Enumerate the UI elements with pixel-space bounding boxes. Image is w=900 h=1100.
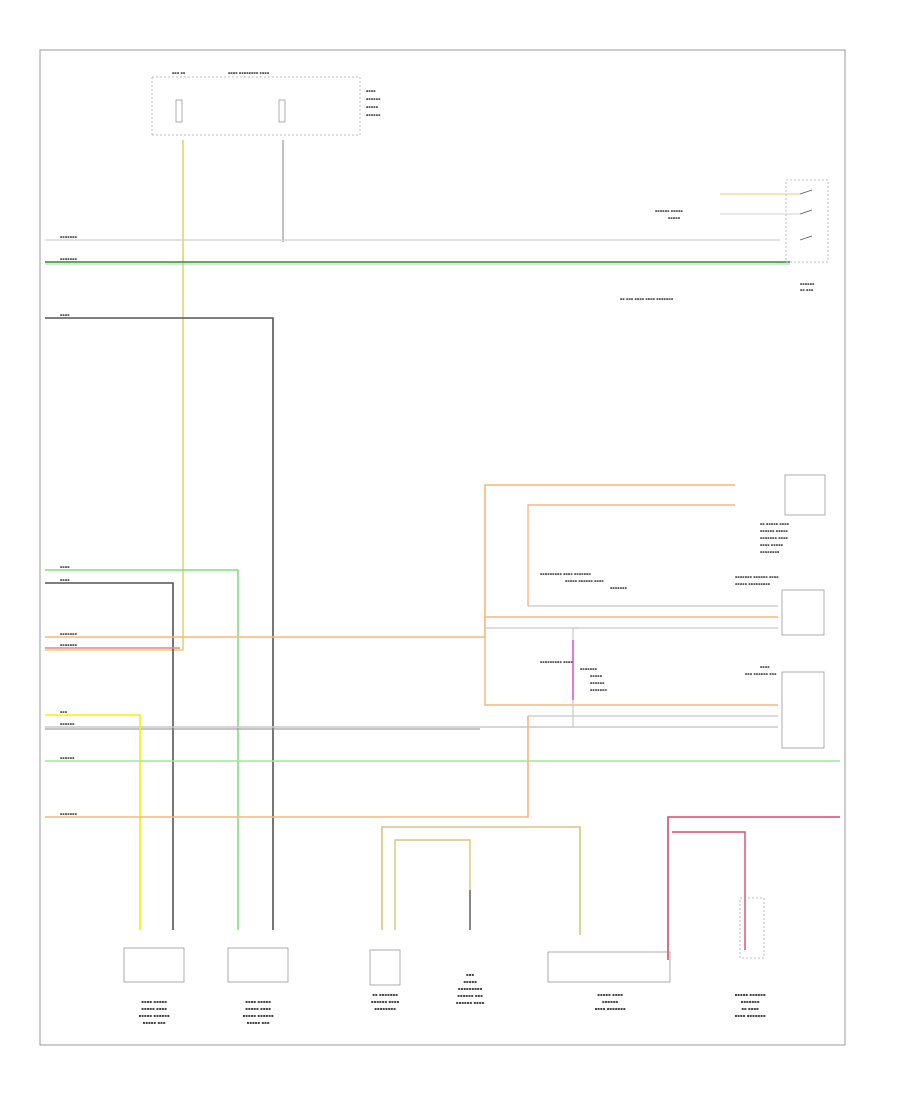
svg-text:▪▪▪▪▪▪ ▪▪▪▪▪: ▪▪▪▪▪▪ ▪▪▪▪▪ [655,209,683,213]
wire-orange-bottom [45,716,529,818]
sensor-middle [227,947,289,983]
svg-text:▪▪▪▪: ▪▪▪▪ [60,313,70,317]
svg-text:▪▪▪▪: ▪▪▪▪ [760,665,770,669]
svg-text:▪▪▪▪▪▪▪▪▪ ▪▪▪▪ ▪▪▪▪▪▪▪: ▪▪▪▪▪▪▪▪▪ ▪▪▪▪ ▪▪▪▪▪▪▪ [540,572,592,576]
svg-text:▪▪▪▪▪▪▪: ▪▪▪▪▪▪▪ [741,999,760,1004]
switch-assembly: ▪▪▪▪▪▪ ▪▪▪▪▪ ▪▪▪▪▪ ▪▪▪▪▪▪ ▪▪ ▪▪▪ [655,179,829,292]
svg-text:▪▪▪▪▪▪▪ ▪▪▪▪▪▪ ▪▪▪▪: ▪▪▪▪▪▪▪ ▪▪▪▪▪▪ ▪▪▪▪ [735,575,779,579]
svg-text:▪▪▪▪▪▪ ▪▪▪▪▪: ▪▪▪▪▪▪ ▪▪▪▪▪ [760,529,788,533]
svg-text:▪▪▪ ▪▪: ▪▪▪ ▪▪ [172,71,186,75]
svg-text:▪▪▪▪▪▪ ▪▪▪: ▪▪▪▪▪▪ ▪▪▪ [457,993,483,998]
svg-text:▪▪▪▪▪▪: ▪▪▪▪▪▪ [60,722,75,726]
svg-text:▪▪▪▪▪▪▪: ▪▪▪▪▪▪▪ [60,812,78,816]
svg-text:▪▪▪▪▪▪: ▪▪▪▪▪▪ [800,282,815,286]
wire-yellow [45,714,141,930]
wire-tan-2 [394,839,471,930]
svg-text:▪▪ ▪▪▪▪: ▪▪ ▪▪▪▪ [741,1006,759,1011]
fuse-left [175,99,183,123]
svg-text:▪▪▪▪▪▪▪: ▪▪▪▪▪▪▪ [590,688,608,692]
wire-tan-1 [381,826,581,935]
wire-magenta [572,627,578,727]
svg-text:▪▪▪▪▪▪▪ ▪▪▪▪: ▪▪▪▪▪▪▪ ▪▪▪▪ [760,536,788,540]
row2-note: ▪▪ ▪▪▪ ▪▪▪▪ ▪▪▪▪ ▪▪▪▪▪▪▪ [620,297,674,301]
svg-text:▪▪▪▪▪▪: ▪▪▪▪▪▪ [590,681,605,685]
svg-text:▪▪▪▪▪ ▪▪▪: ▪▪▪▪▪ ▪▪▪ [247,1020,270,1025]
svg-text:▪▪▪▪: ▪▪▪▪ [60,578,70,582]
svg-text:▪▪▪▪▪▪▪▪: ▪▪▪▪▪▪▪▪ [760,550,780,554]
module-top-right [784,474,826,516]
svg-text:▪▪▪▪▪▪: ▪▪▪▪▪▪ [60,756,75,760]
svg-text:▪▪▪▪▪▪▪▪▪ ▪▪▪▪: ▪▪▪▪▪▪▪▪▪ ▪▪▪▪ [540,660,573,664]
svg-text:▪▪ ▪▪▪: ▪▪ ▪▪▪ [800,288,814,292]
svg-text:▪▪▪▪▪ ▪▪▪: ▪▪▪▪▪ ▪▪▪ [143,1020,166,1025]
svg-text:▪▪ ▪▪▪▪▪▪▪: ▪▪ ▪▪▪▪▪▪▪ [372,992,398,997]
fuse-right [278,99,286,123]
svg-text:▪▪▪▪▪▪▪: ▪▪▪▪▪▪▪ [60,632,78,636]
svg-text:▪▪▪▪▪ ▪▪▪▪▪▪ ▪▪▪▪: ▪▪▪▪▪ ▪▪▪▪▪▪ ▪▪▪▪ [565,579,604,583]
wire-orange-upper [527,504,735,606]
wire-orange-row [45,484,735,638]
svg-text:▪▪▪▪▪▪ ▪▪▪▪: ▪▪▪▪▪▪ ▪▪▪▪ [456,1000,485,1005]
svg-text:▪▪▪▪: ▪▪▪▪ [366,89,376,93]
svg-text:▪▪▪: ▪▪▪ [60,710,68,714]
svg-text:▪▪▪▪▪ ▪▪▪▪▪▪: ▪▪▪▪▪ ▪▪▪▪▪▪ [734,992,765,997]
bottom-captions: ▪▪▪▪ ▪▪▪▪▪ ▪▪▪▪▪ ▪▪▪▪ ▪▪▪▪▪ ▪▪▪▪▪▪ ▪▪▪▪▪… [138,972,765,1025]
wire-pink-red-2 [672,831,746,950]
module-labels: ▪▪ ▪▪▪▪▪ ▪▪▪▪ ▪▪▪▪▪▪ ▪▪▪▪▪ ▪▪▪▪▪▪▪ ▪▪▪▪ … [540,522,790,692]
left-wire-labels: ▪▪▪▪▪▪▪ ▪▪▪▪▪▪▪ ▪▪▪▪ ▪▪▪▪ ▪▪▪▪ ▪▪▪▪▪▪▪ ▪… [60,235,78,816]
svg-text:▪▪▪▪▪: ▪▪▪▪▪ [590,674,603,678]
svg-text:▪▪▪▪▪ ▪▪▪▪: ▪▪▪▪▪ ▪▪▪▪ [141,1006,167,1011]
svg-text:▪▪▪▪▪: ▪▪▪▪▪ [463,979,477,984]
svg-text:▪▪▪▪▪▪▪▪▪: ▪▪▪▪▪▪▪▪▪ [458,986,483,991]
svg-text:▪▪▪ ▪▪▪▪▪▪ ▪▪▪: ▪▪▪ ▪▪▪▪▪▪ ▪▪▪ [745,672,777,676]
svg-text:▪▪▪▪▪ ▪▪▪▪▪▪▪▪▪: ▪▪▪▪▪ ▪▪▪▪▪▪▪▪▪ [735,582,771,586]
svg-text:▪▪▪▪▪▪: ▪▪▪▪▪▪ [366,97,381,101]
svg-text:▪▪▪▪ ▪▪▪▪▪: ▪▪▪▪ ▪▪▪▪▪ [760,543,784,547]
svg-text:▪▪▪▪ ▪▪▪▪▪▪▪: ▪▪▪▪ ▪▪▪▪▪▪▪ [734,1013,765,1018]
module-lower-right [781,671,825,749]
svg-text:▪▪▪▪▪ ▪▪▪▪: ▪▪▪▪▪ ▪▪▪▪ [597,992,623,997]
svg-text:▪▪▪▪▪ ▪▪▪▪▪▪: ▪▪▪▪▪ ▪▪▪▪▪▪ [138,1013,169,1018]
sensor-left [123,947,185,983]
svg-text:▪▪▪▪▪▪▪: ▪▪▪▪▪▪▪ [610,586,628,590]
svg-text:▪▪▪▪▪▪▪: ▪▪▪▪▪▪▪ [60,235,78,239]
svg-text:▪▪▪▪▪: ▪▪▪▪▪ [366,105,379,109]
svg-text:▪▪▪▪▪▪▪▪: ▪▪▪▪▪▪▪▪ [374,1006,396,1011]
wire-yellow-green-riser [45,140,184,651]
svg-text:▪▪ ▪▪▪▪▪ ▪▪▪▪: ▪▪ ▪▪▪▪▪ ▪▪▪▪ [760,522,790,526]
module-middle-right [781,589,825,636]
wire-dark-gray-second [45,582,174,930]
svg-text:▪▪▪▪▪▪▪: ▪▪▪▪▪▪▪ [60,643,78,647]
svg-text:▪▪▪▪▪ ▪▪▪▪: ▪▪▪▪▪ ▪▪▪▪ [245,1006,271,1011]
svg-text:▪▪▪▪ ▪▪▪▪▪▪▪: ▪▪▪▪ ▪▪▪▪▪▪▪ [594,1006,625,1011]
svg-text:▪▪▪▪▪▪▪: ▪▪▪▪▪▪▪ [580,667,598,671]
svg-text:▪▪▪▪▪▪: ▪▪▪▪▪▪ [602,999,619,1004]
svg-text:▪▪▪▪▪▪▪: ▪▪▪▪▪▪▪ [60,257,78,261]
bottom-components [123,897,765,986]
fuse-block: ▪▪▪ ▪▪ ▪▪▪▪ ▪▪▪▪▪▪▪▪ ▪▪▪▪ ▪▪▪▪ ▪▪▪▪▪▪ ▪▪… [151,71,381,136]
connector-bottom-right [739,897,765,959]
svg-text:▪▪▪▪ ▪▪▪▪▪▪▪▪ ▪▪▪▪: ▪▪▪▪ ▪▪▪▪▪▪▪▪ ▪▪▪▪ [228,71,270,75]
svg-text:▪▪▪▪ ▪▪▪▪▪: ▪▪▪▪ ▪▪▪▪▪ [245,999,271,1004]
svg-text:▪▪▪▪▪: ▪▪▪▪▪ [668,216,681,220]
svg-text:▪▪▪▪▪▪ ▪▪▪▪: ▪▪▪▪▪▪ ▪▪▪▪ [371,999,400,1004]
wire-pink-red [667,816,840,960]
wire-dark-gray-main [45,317,274,930]
svg-text:▪▪▪▪ ▪▪▪▪▪: ▪▪▪▪ ▪▪▪▪▪ [141,999,167,1004]
svg-text:▪▪▪▪▪▪: ▪▪▪▪▪▪ [366,113,381,117]
module-bottom-center [369,949,401,986]
svg-text:▪▪▪▪▪ ▪▪▪▪▪▪: ▪▪▪▪▪ ▪▪▪▪▪▪ [242,1013,273,1018]
switch-bottom [547,951,671,983]
wire-light-green [45,569,239,930]
svg-text:▪▪▪▪: ▪▪▪▪ [60,565,70,569]
wire-orange-down [484,637,778,706]
svg-text:▪▪▪: ▪▪▪ [466,972,474,977]
diagram-frame [39,49,846,1046]
